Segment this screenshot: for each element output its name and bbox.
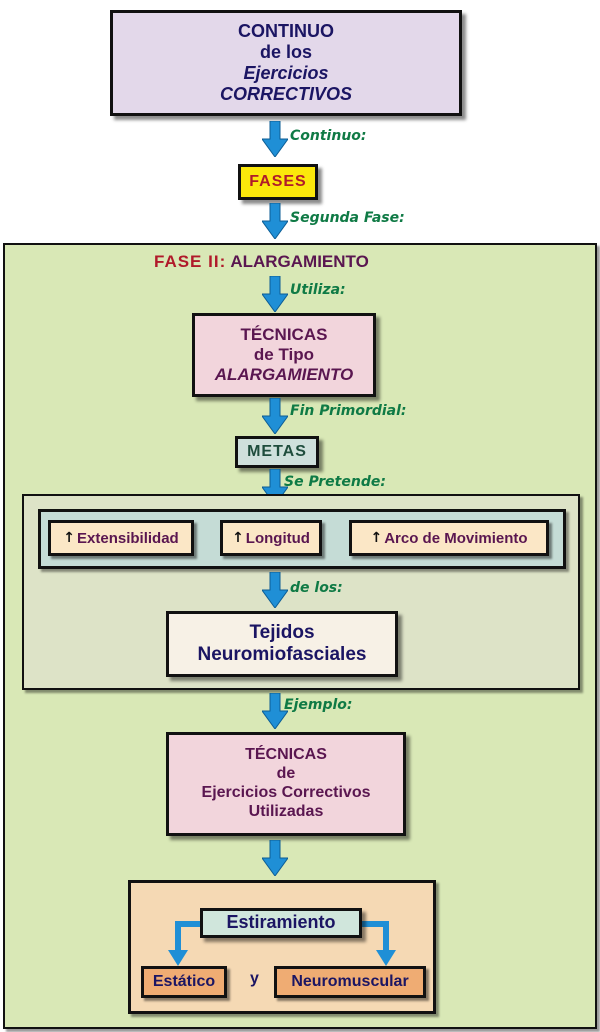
title-box: CONTINUO de los Ejercicios CORRECTIVOS — [110, 10, 462, 116]
title-line-1: CONTINUO — [238, 20, 334, 41]
estiramiento-title: Estiramiento — [226, 912, 336, 933]
goal-label: Arco de Movimiento — [384, 529, 528, 547]
tejidos-line-1: Tejidos — [249, 621, 315, 643]
phase-name: ALARGAMIENTO — [230, 252, 369, 271]
neuromuscular-box: Neuromuscular — [274, 966, 426, 998]
goal-longitud: ↑ Longitud — [220, 520, 322, 556]
tecnicas-tipo-box: TÉCNICAS de Tipo ALARGAMIENTO — [192, 313, 376, 397]
up-arrow-icon: ↑ — [370, 530, 383, 546]
tejidos-line-2: Neuromiofasciales — [197, 644, 367, 665]
tecnicas-utilizadas-line-1: TÉCNICAS — [245, 746, 327, 764]
up-arrow-icon: ↑ — [232, 530, 244, 546]
phase-header: FASE II: ALARGAMIENTO — [154, 252, 369, 272]
label-ejemplo: Ejemplo: — [284, 697, 353, 713]
goal-extensibilidad: ↑ Extensibilidad — [48, 520, 194, 556]
fases-box: FASES — [238, 164, 318, 200]
estatico-box: Estático — [141, 966, 227, 998]
fases-label: FASES — [249, 172, 307, 190]
arrow-down-icon — [262, 398, 288, 434]
tecnicas-utilizadas-line-3: Ejercicios Correctivos — [201, 784, 371, 801]
title-line-4: CORRECTIVOS — [219, 84, 352, 105]
up-arrow-icon: ↑ — [63, 530, 76, 546]
metas-box: METAS — [235, 436, 319, 468]
metas-label: METAS — [247, 442, 307, 460]
label-se-pretende: Se Pretende: — [284, 474, 386, 490]
tejidos-box: Tejidos Neuromiofasciales — [166, 611, 398, 677]
arrow-down-icon — [262, 121, 288, 157]
label-utiliza: Utiliza: — [290, 282, 346, 298]
title-line-2: de los — [259, 41, 312, 62]
goal-arco-de-movimiento: ↑ Arco de Movimiento — [349, 520, 549, 556]
tecnicas-utilizadas-box: TÉCNICAS de Ejercicios Correctivos Utili… — [166, 732, 406, 836]
tecnicas-tipo-line-3: ALARGAMIENTO — [214, 365, 354, 385]
tecnicas-tipo-line-2: de Tipo — [253, 344, 315, 364]
tecnicas-utilizadas-line-2: de — [276, 765, 296, 783]
goal-label: Longitud — [245, 529, 310, 547]
goal-label: Extensibilidad — [77, 529, 179, 547]
label-segunda-fase: Segunda Fase: — [290, 210, 405, 226]
connector-y: y — [250, 970, 259, 987]
label-continuo: Continuo: — [290, 128, 367, 144]
arrow-down-icon — [262, 572, 288, 608]
arrow-down-icon — [262, 693, 288, 729]
arrow-down-icon — [262, 840, 288, 876]
phase-prefix: FASE II: — [154, 252, 227, 271]
neuromuscular-label: Neuromuscular — [291, 973, 409, 990]
tecnicas-tipo-line-1: TÉCNICAS — [240, 324, 328, 344]
estiramiento-title-box: Estiramiento — [200, 908, 362, 938]
title-line-3: Ejercicios — [243, 63, 329, 83]
estatico-label: Estático — [152, 973, 216, 990]
label-fin-primordial: Fin Primordial: — [290, 403, 407, 419]
tecnicas-utilizadas-line-4: Utilizadas — [248, 802, 324, 820]
arrow-down-icon — [262, 276, 288, 312]
branch-arrows-icon — [168, 921, 396, 966]
arrow-down-icon — [262, 203, 288, 239]
label-de-los: de los: — [290, 580, 343, 596]
